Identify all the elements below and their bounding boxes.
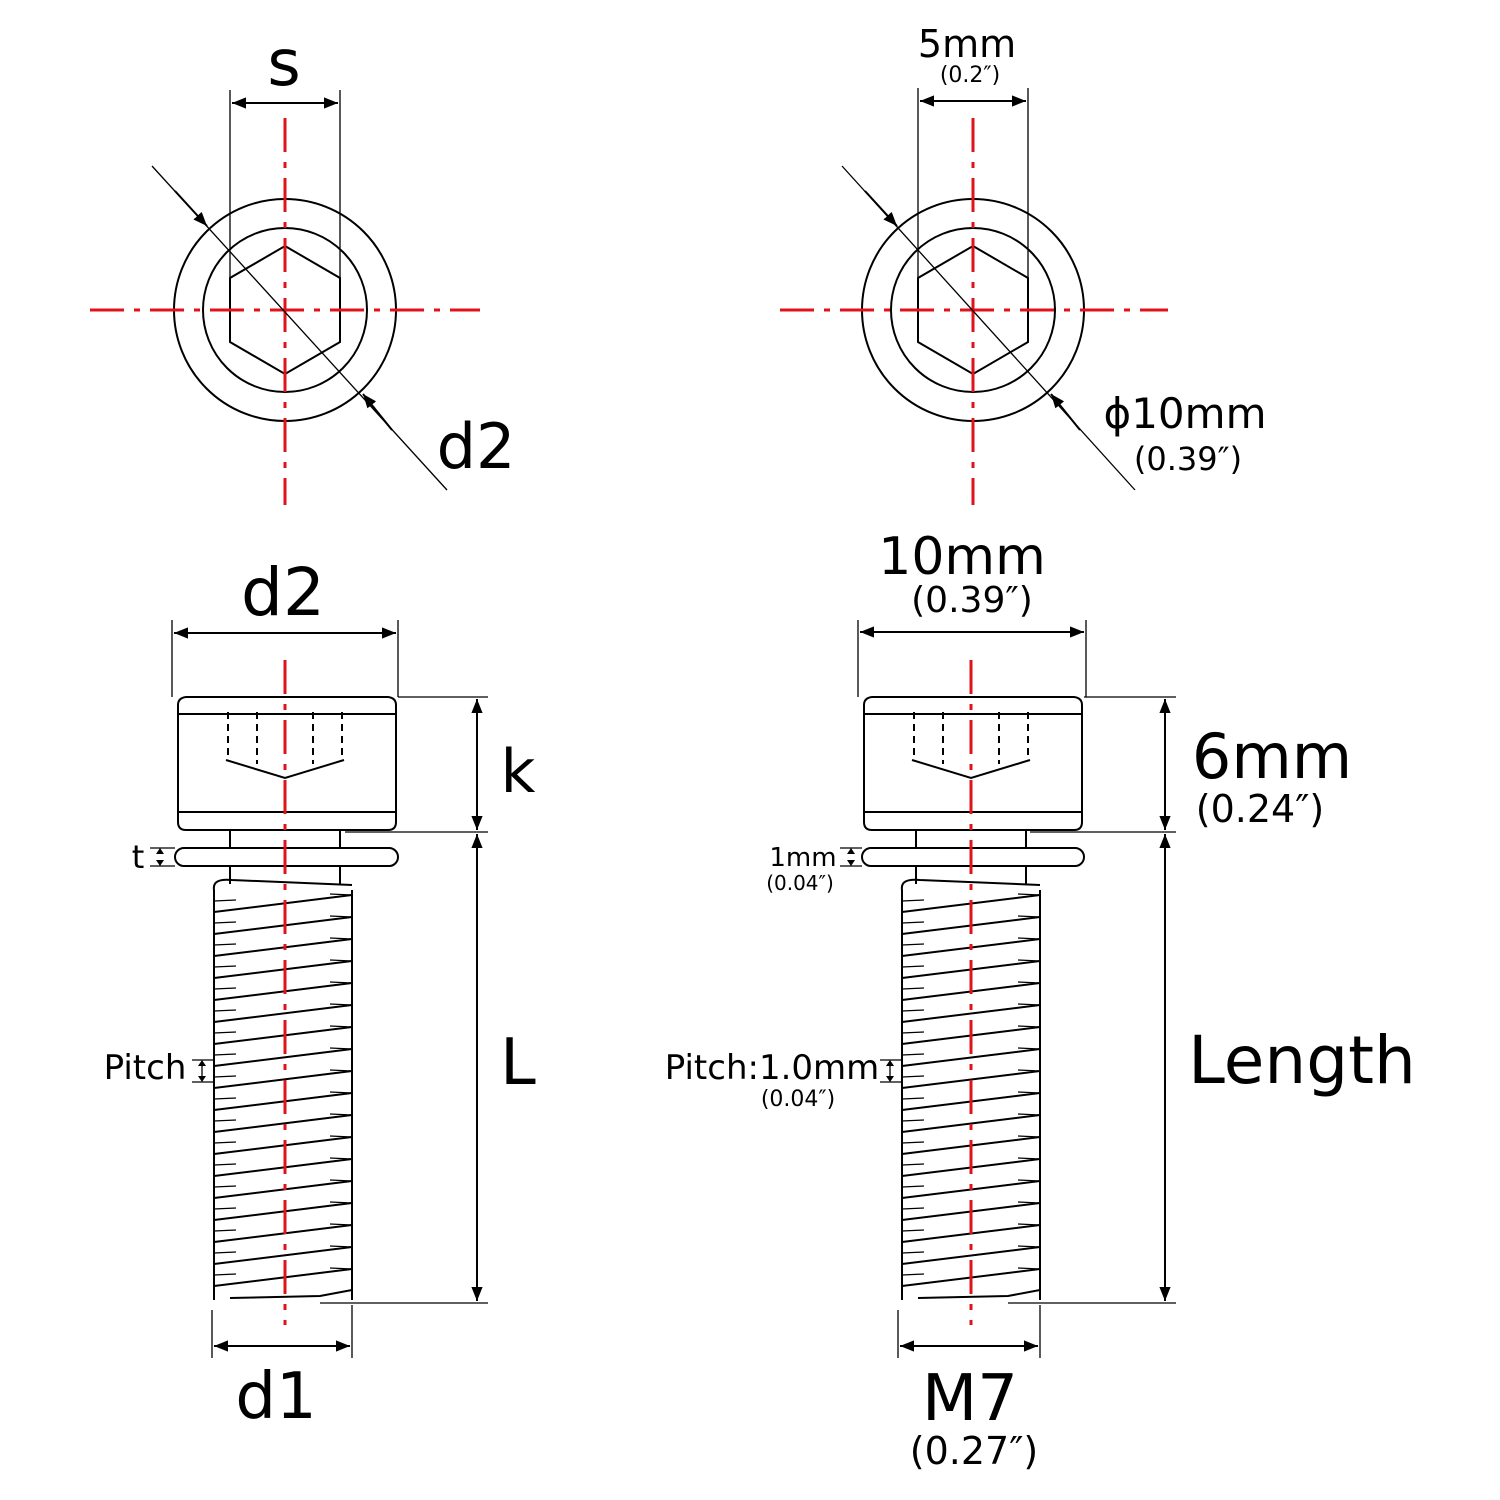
label-washer-in: (0.04″) xyxy=(766,871,834,895)
left-side-view xyxy=(150,620,488,1358)
label-thread: M7 xyxy=(922,1362,1018,1436)
label-length: Length xyxy=(1188,1022,1416,1099)
label-hex-size-in: (0.2″) xyxy=(940,63,1000,88)
label-head-dia: ϕ10mm xyxy=(1104,389,1267,438)
label-width-in: (0.39″) xyxy=(911,580,1033,621)
label-d2-top: d2 xyxy=(437,410,516,483)
label-d2-side: d2 xyxy=(241,554,325,631)
label-s: s xyxy=(267,27,300,101)
label-width: 10mm xyxy=(878,527,1045,587)
right-side-view xyxy=(840,620,1176,1358)
label-head-dia-in: (0.39″) xyxy=(1134,440,1242,478)
label-pitch-right-in: (0.04″) xyxy=(761,1087,835,1112)
label-t: t xyxy=(132,838,145,876)
label-pitch-right: Pitch:1.0mm xyxy=(665,1048,880,1088)
label-hex-size: 5mm xyxy=(918,22,1016,66)
label-washer: 1mm xyxy=(769,843,836,873)
label-head-height: 6mm xyxy=(1192,720,1352,793)
label-k: k xyxy=(501,737,536,807)
label-thread-in: (0.27″) xyxy=(910,1429,1038,1473)
label-head-height-in: (0.24″) xyxy=(1196,787,1324,831)
label-L: L xyxy=(500,1026,536,1100)
label-pitch: Pitch xyxy=(104,1048,187,1088)
right-top-view xyxy=(780,88,1168,505)
label-d1: d1 xyxy=(235,1360,316,1434)
left-top-view xyxy=(90,90,480,505)
